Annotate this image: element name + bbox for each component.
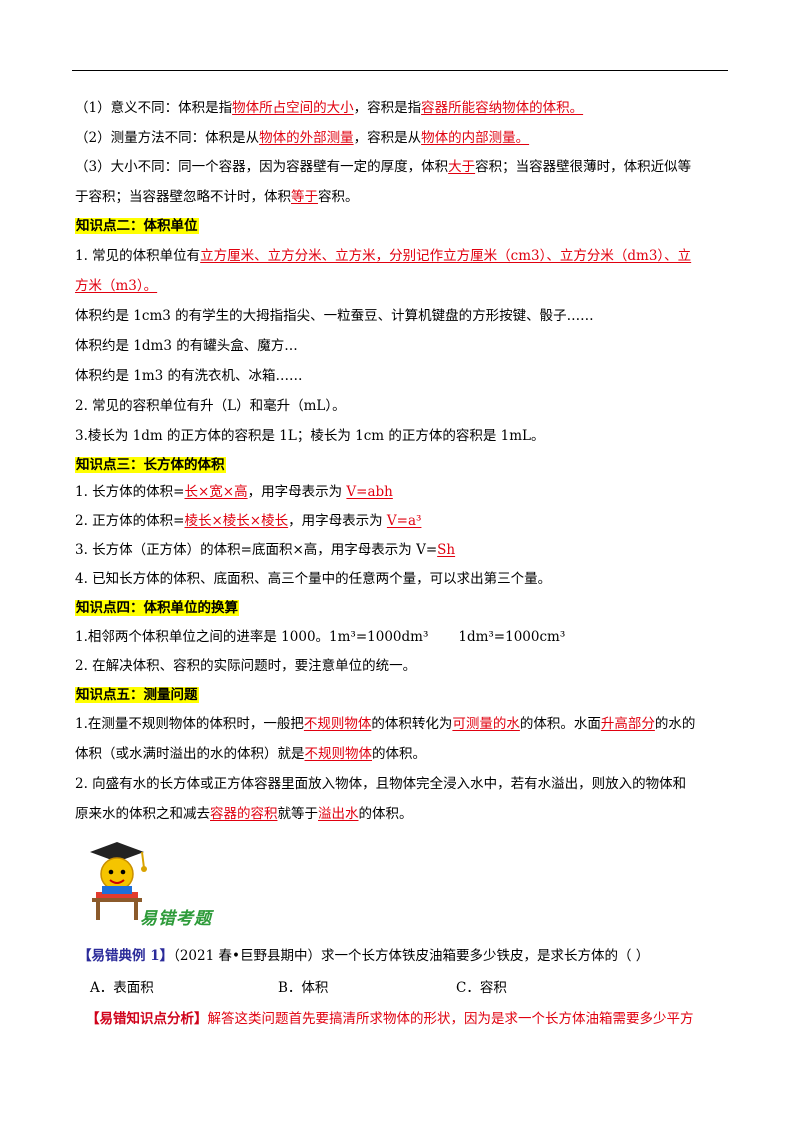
point-1: （1）意义不同：体积是指物体所占空间的大小，容积是指容器所能容纳物体的体积。 (75, 100, 584, 116)
k2-line-1: 1. 常见的体积单位有立方厘米、立方分米、立方米，分别记作立方厘米（cm3）、立… (75, 248, 692, 264)
point-3-cont: 于容积；当容器壁忽略不计时，体积等于容积。 (75, 189, 359, 205)
mascot-illustration (90, 842, 147, 920)
point-3: （3）大小不同：同一个容器，因为容器壁有一定的厚度，体积大于容积；当容器壁很薄时… (75, 159, 692, 175)
analysis-line: 【易错知识点分析】解答这类问题首先要搞清所求物体的形状，因为是求一个长方体油箱需… (86, 1011, 694, 1027)
k2-line-6: 2. 常见的容积单位有升（L）和毫升（mL）。 (75, 398, 346, 414)
k2-line-2: 方米（m3）。 (75, 278, 158, 294)
k2-line-5: 体积约是 1m3 的有洗衣机、冰箱…… (75, 368, 303, 384)
k3-line-4: 4. 已知长方体的体积、底面积、高三个量中的任意两个量，可以求出第三个量。 (75, 571, 552, 587)
banner-title: 易错考题 (140, 909, 212, 929)
k5-line-3: 2. 向盛有水的长方体或正方体容器里面放入物体，且物体完全浸入水中，若有水溢出，… (75, 776, 687, 792)
top-rule (72, 70, 728, 71)
point-2: （2）测量方法不同：体积是从物体的外部测量，容积是从物体的内部测量。 (75, 130, 530, 146)
k4-line-2: 2. 在解决体积、容积的实际问题时，要注意单位的统一。 (75, 658, 417, 674)
k3-line-3: 3. 长方体（正方体）的体积=底面积×高，用字母表示为 V=Sh (75, 542, 456, 558)
k2-line-4: 体积约是 1dm3 的有罐头盒、魔方… (75, 338, 298, 354)
option-b: B．体积 (278, 980, 329, 996)
heading-k5: 知识点五：测量问题 (75, 687, 199, 703)
k2-line-7: 3.棱长为 1dm 的正方体的容积是 1L；棱长为 1cm 的正方体的容积是 1… (75, 428, 545, 444)
k3-line-1: 1. 长方体的体积=长×宽×高，用字母表示为 V=abh (75, 484, 393, 500)
k5-line-2: 体积（或水满时溢出的水的体积）就是不规则物体的体积。 (75, 746, 426, 762)
heading-k3: 知识点三：长方体的体积 (75, 457, 226, 473)
option-a: A．表面积 (90, 980, 154, 996)
heading-k4: 知识点四：体积单位的换算 (75, 600, 239, 616)
k2-line-3: 体积约是 1cm3 的有学生的大拇指指尖、一粒蚕豆、计算机键盘的方形按键、骰子…… (75, 308, 594, 324)
heading-k2: 知识点二：体积单位 (75, 218, 199, 234)
k5-line-4: 原来水的体积之和减去容器的容积就等于溢出水的体积。 (75, 806, 413, 822)
option-c: C．容积 (456, 980, 507, 996)
k5-line-1: 1.在测量不规则物体的体积时，一般把不规则物体的体积转化为可测量的水的体积。水面… (75, 716, 696, 732)
example-question: 【易错典例 1】（2021 春•巨野县期中）求一个长方体铁皮油箱要多少铁皮，是求… (78, 948, 650, 964)
k3-line-2: 2. 正方体的体积=棱长×棱长×棱长，用字母表示为 V=a³ (75, 513, 422, 529)
